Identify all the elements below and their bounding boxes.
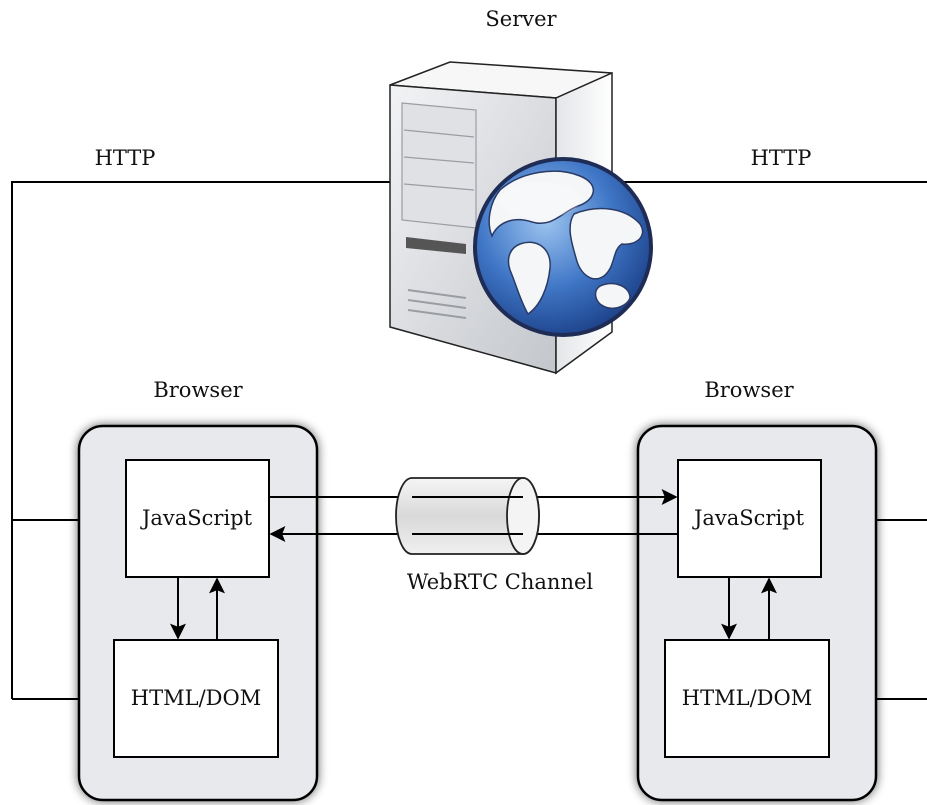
cylinder-pipe-icon [395,477,540,555]
webrtc-channel-label: WebRTC Channel [407,570,594,594]
html-dom-label-left: HTML/DOM [131,686,261,710]
server-with-globe-icon [389,61,653,375]
javascript-box-left [125,459,270,578]
webrtc-channel [269,477,678,555]
javascript-label-left: JavaScript [140,506,253,530]
http-label-right: HTTP [751,146,812,170]
browser-left: JavaScript HTML/DOM [77,424,319,802]
http-label-left: HTTP [95,146,156,170]
javascript-box-right [677,459,822,578]
javascript-label-right: JavaScript [692,506,805,530]
browser-label-left: Browser [153,378,243,402]
html-dom-box-right [664,639,830,758]
browser-right: JavaScript HTML/DOM [636,424,878,802]
server-label: Server [485,7,557,31]
browser-label-right: Browser [704,378,794,402]
html-dom-box-left [113,639,279,758]
html-dom-label-right: HTML/DOM [682,686,812,710]
